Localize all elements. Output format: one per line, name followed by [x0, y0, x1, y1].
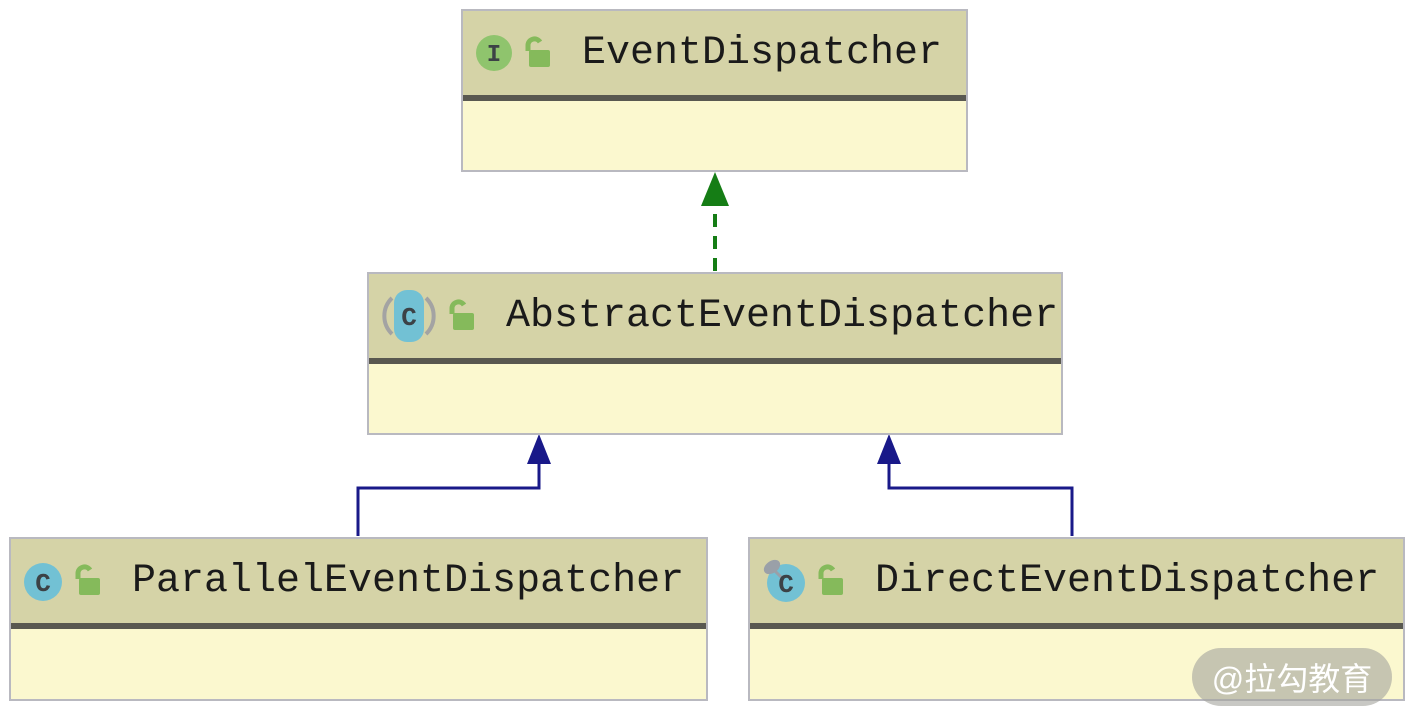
- class-name-label: DirectEventDispatcher: [875, 558, 1380, 604]
- pin-stem: [773, 569, 783, 579]
- unlocked-icon: [520, 36, 552, 70]
- class-icon: C: [23, 559, 63, 603]
- svg-text:C: C: [401, 303, 417, 333]
- unlocked-icon: [813, 564, 845, 598]
- implements-arrow: [701, 172, 729, 271]
- unlocked-icon: [444, 299, 476, 333]
- implements-arrowhead: [701, 172, 729, 206]
- class-members-section: [11, 629, 706, 699]
- class-header: C AbstractEventDispatcher: [369, 274, 1061, 364]
- extends-arrowhead-left: [527, 434, 551, 464]
- svg-text:C: C: [778, 570, 794, 600]
- pin-icon: [763, 559, 781, 575]
- watermark-badge: @拉勾教育: [1192, 648, 1392, 706]
- class-header: I EventDispatcher: [463, 11, 966, 101]
- class-node-abstract-event-dispatcher[interactable]: C AbstractEventDispatcher: [367, 272, 1063, 435]
- svg-text:C: C: [35, 569, 51, 599]
- class-members-section: [369, 364, 1061, 433]
- abstract-class-icon: C: [381, 290, 437, 342]
- extends-arrow-right-line: [887, 462, 1074, 536]
- class-name-label: ParallelEventDispatcher: [132, 558, 685, 604]
- class-node-event-dispatcher[interactable]: I EventDispatcher: [461, 9, 968, 172]
- class-members-section: [463, 101, 966, 170]
- class-header: C DirectEventDispatcher: [750, 539, 1403, 629]
- extends-arrow-left: [356, 434, 551, 536]
- extends-arrowhead-right: [877, 434, 901, 464]
- svg-text:I: I: [487, 42, 501, 69]
- class-name-label: AbstractEventDispatcher: [506, 293, 1059, 339]
- interface-icon: I: [475, 34, 513, 72]
- watermark-text: @拉勾教育: [1211, 661, 1373, 697]
- class-icon-pinned: C: [762, 558, 806, 604]
- class-name-label: EventDispatcher: [582, 30, 943, 76]
- extends-arrow-right: [877, 434, 1074, 536]
- unlocked-icon: [70, 564, 102, 598]
- class-header: C ParallelEventDispatcher: [11, 539, 706, 629]
- extends-arrow-left-line: [356, 462, 541, 536]
- class-node-parallel-event-dispatcher[interactable]: C ParallelEventDispatcher: [9, 537, 708, 701]
